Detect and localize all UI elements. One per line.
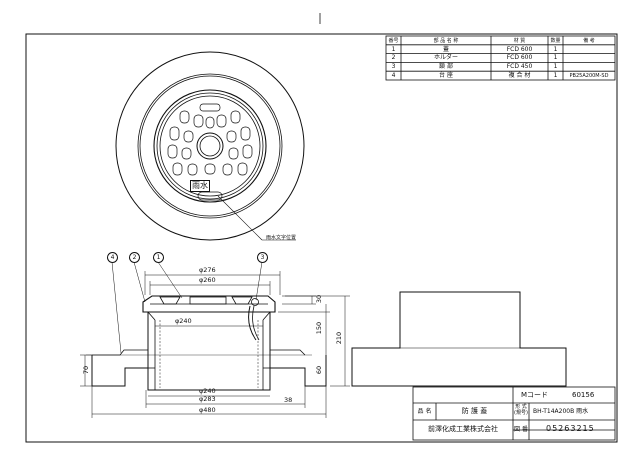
row1-no: 1	[391, 45, 396, 53]
dim-h210: 210	[335, 331, 344, 345]
row3-name: 鎖 部	[439, 63, 453, 71]
dim-h70: 70	[82, 365, 91, 375]
row4-qty: 1	[553, 71, 558, 79]
sheet-frame	[25, 33, 618, 443]
model-label: 形 式 (規号)	[514, 404, 528, 416]
dim-h150: 150	[315, 321, 324, 335]
drawing-no-label: 図 番	[514, 426, 528, 433]
title-block-grid	[412, 386, 616, 441]
plan-view	[115, 51, 305, 241]
drawing-no: 05263215	[546, 424, 595, 433]
row3-material: FCD 450	[506, 63, 533, 71]
section-view	[80, 261, 350, 418]
row1-material: FCD 600	[506, 45, 533, 53]
model: BH-T14A200B 雨水	[533, 408, 589, 415]
callout-3: 3	[257, 252, 268, 263]
name-label: 品 名	[417, 408, 432, 415]
dim-h30: 30	[315, 294, 324, 304]
dim-d283: φ283	[199, 395, 216, 403]
row1-qty: 1	[553, 45, 558, 53]
company-name: 前澤化成工業株式会社	[428, 425, 498, 433]
dim-d480: φ480	[199, 406, 216, 414]
row4-no: 4	[391, 71, 396, 79]
callout-1: 1	[153, 252, 164, 263]
row2-material: FCD 600	[506, 54, 533, 62]
maker-code: 60156	[572, 391, 595, 399]
row2-no: 2	[391, 54, 396, 62]
dim-d240-bottom: φ240	[199, 387, 216, 395]
header-name: 部 品 名 称	[433, 38, 459, 44]
row2-name: ホルダー	[433, 54, 458, 62]
dim-d240-top: φ240	[175, 317, 192, 325]
side-view	[351, 291, 567, 387]
maker-code-label: Mコード	[521, 391, 549, 399]
callout-2: 2	[129, 252, 140, 263]
dim-h60: 60	[315, 365, 324, 375]
row3-no: 3	[391, 63, 396, 71]
row2-qty: 1	[553, 54, 558, 62]
row4-material: 複 合 材	[508, 71, 531, 79]
dim-w38: 38	[284, 396, 293, 404]
row4-name: 台 座	[439, 71, 453, 79]
product-name: 防 護 蓋	[461, 407, 488, 415]
header-note: 備 考	[583, 38, 595, 44]
row1-name: 蓋	[442, 45, 449, 53]
dim-d260: φ260	[199, 276, 216, 284]
dim-d276: φ276	[199, 266, 216, 274]
stamp-position-label: 雨水文字位置	[266, 235, 297, 241]
row4-note: PB25A200M-SD	[569, 72, 609, 79]
header-material: 材 質	[513, 38, 526, 44]
parts-table-grid	[385, 35, 616, 81]
header-qty: 数量	[550, 38, 561, 44]
rain-stamp: 雨水	[190, 180, 210, 192]
callout-4: 4	[107, 252, 118, 263]
row3-qty: 1	[553, 63, 558, 71]
header-no: 番号	[388, 38, 399, 44]
